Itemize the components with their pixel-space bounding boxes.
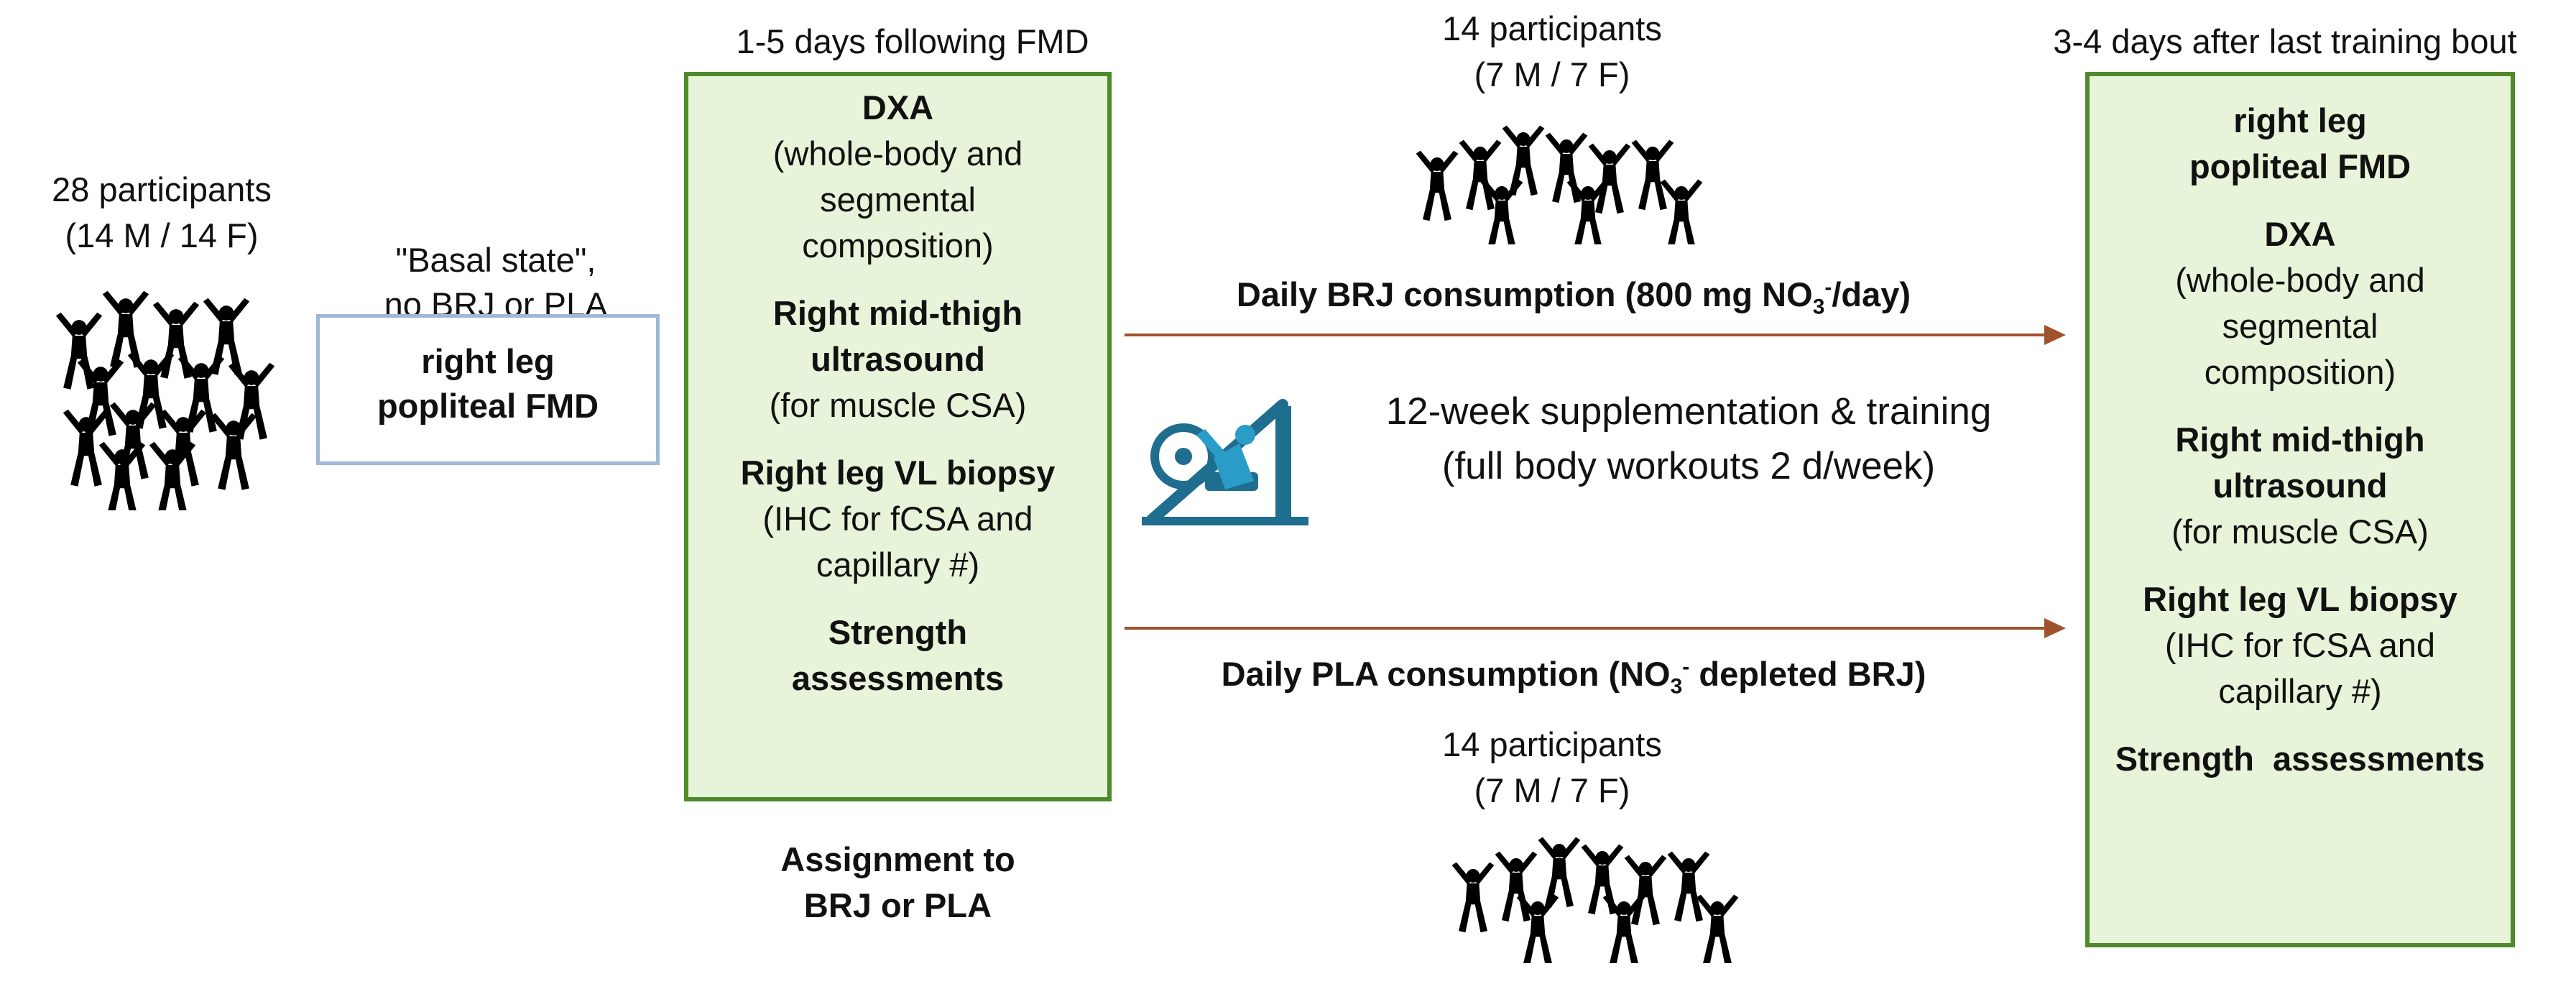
pre-dxa-title: DXA — [862, 88, 934, 127]
pre-strength: Strength assessments — [791, 613, 1005, 697]
pre-measurements-box: DXA (whole-body and segmental compositio… — [684, 72, 1112, 801]
basal-caption-line1: "Basal state", — [395, 241, 596, 279]
post-dxa-title: DXA — [2264, 215, 2336, 253]
post-measurements-box: right leg popliteal FMD DXA (whole-body … — [2085, 72, 2515, 947]
arrow-right-icon-pla — [1125, 618, 2066, 638]
pla-sex-label: (7 M / 7 F) — [1474, 771, 1630, 809]
post-dxa-detail: (whole-body and segmental composition) — [2175, 261, 2425, 391]
people-group-icon-28 — [55, 290, 275, 510]
training-line2: (full body workouts 2 d/week) — [1441, 445, 1936, 487]
post-ultrasound-detail: (for muscle CSA) — [2171, 512, 2429, 551]
post-biopsy-title: Right leg VL biopsy — [2143, 580, 2457, 618]
pre-ultrasound-detail: (for muscle CSA) — [769, 386, 1027, 424]
pre-biopsy-title: Right leg VL biopsy — [740, 454, 1056, 492]
post-strength: Strength assessments — [2115, 740, 2485, 778]
start-count-label: 28 participants — [52, 170, 272, 208]
arrow-right-icon-brj — [1125, 325, 2066, 345]
pla-count-label: 14 participants — [1442, 725, 1662, 763]
basal-fmd-box: right leg popliteal FMD — [316, 314, 660, 465]
pre-biopsy-detail: (IHC for fCSA and capillary #) — [762, 500, 1033, 584]
post-header: 3-4 days after last training bout — [2053, 22, 2517, 60]
basal-fmd-line1: right leg — [421, 342, 555, 380]
brj-count-label: 14 participants — [1442, 9, 1662, 47]
post-biopsy-detail: (IHC for fCSA and capillary #) — [2164, 626, 2436, 710]
post-fmd-title: right leg popliteal FMD — [2189, 101, 2411, 185]
post-ultrasound-title: Right mid-thigh ultrasound — [2175, 420, 2425, 505]
people-group-icon-brj — [1416, 125, 1703, 244]
start-sex-label: (14 M / 14 F) — [65, 216, 259, 254]
pre-dxa-detail: (whole-body and segmental composition) — [772, 134, 1023, 265]
pre-ultrasound-title: Right mid-thigh ultrasound — [772, 294, 1023, 378]
people-group-icon-pla — [1451, 837, 1739, 963]
pla-consumption-label: Daily PLA consumption (NO3- depleted BRJ… — [1221, 655, 1926, 699]
brj-consumption-label: Daily BRJ consumption (800 mg NO3-/day) — [1236, 275, 1911, 319]
training-line1: 12-week supplementation & training — [1385, 390, 1992, 433]
basal-fmd-line2: popliteal FMD — [377, 387, 599, 425]
leg-press-machine-icon — [1142, 399, 1308, 525]
brj-sex-label: (7 M / 7 F) — [1474, 55, 1630, 93]
pre-header: 1-5 days following FMD — [736, 22, 1089, 60]
assignment-label: Assignment to BRJ or PLA — [780, 840, 1015, 924]
